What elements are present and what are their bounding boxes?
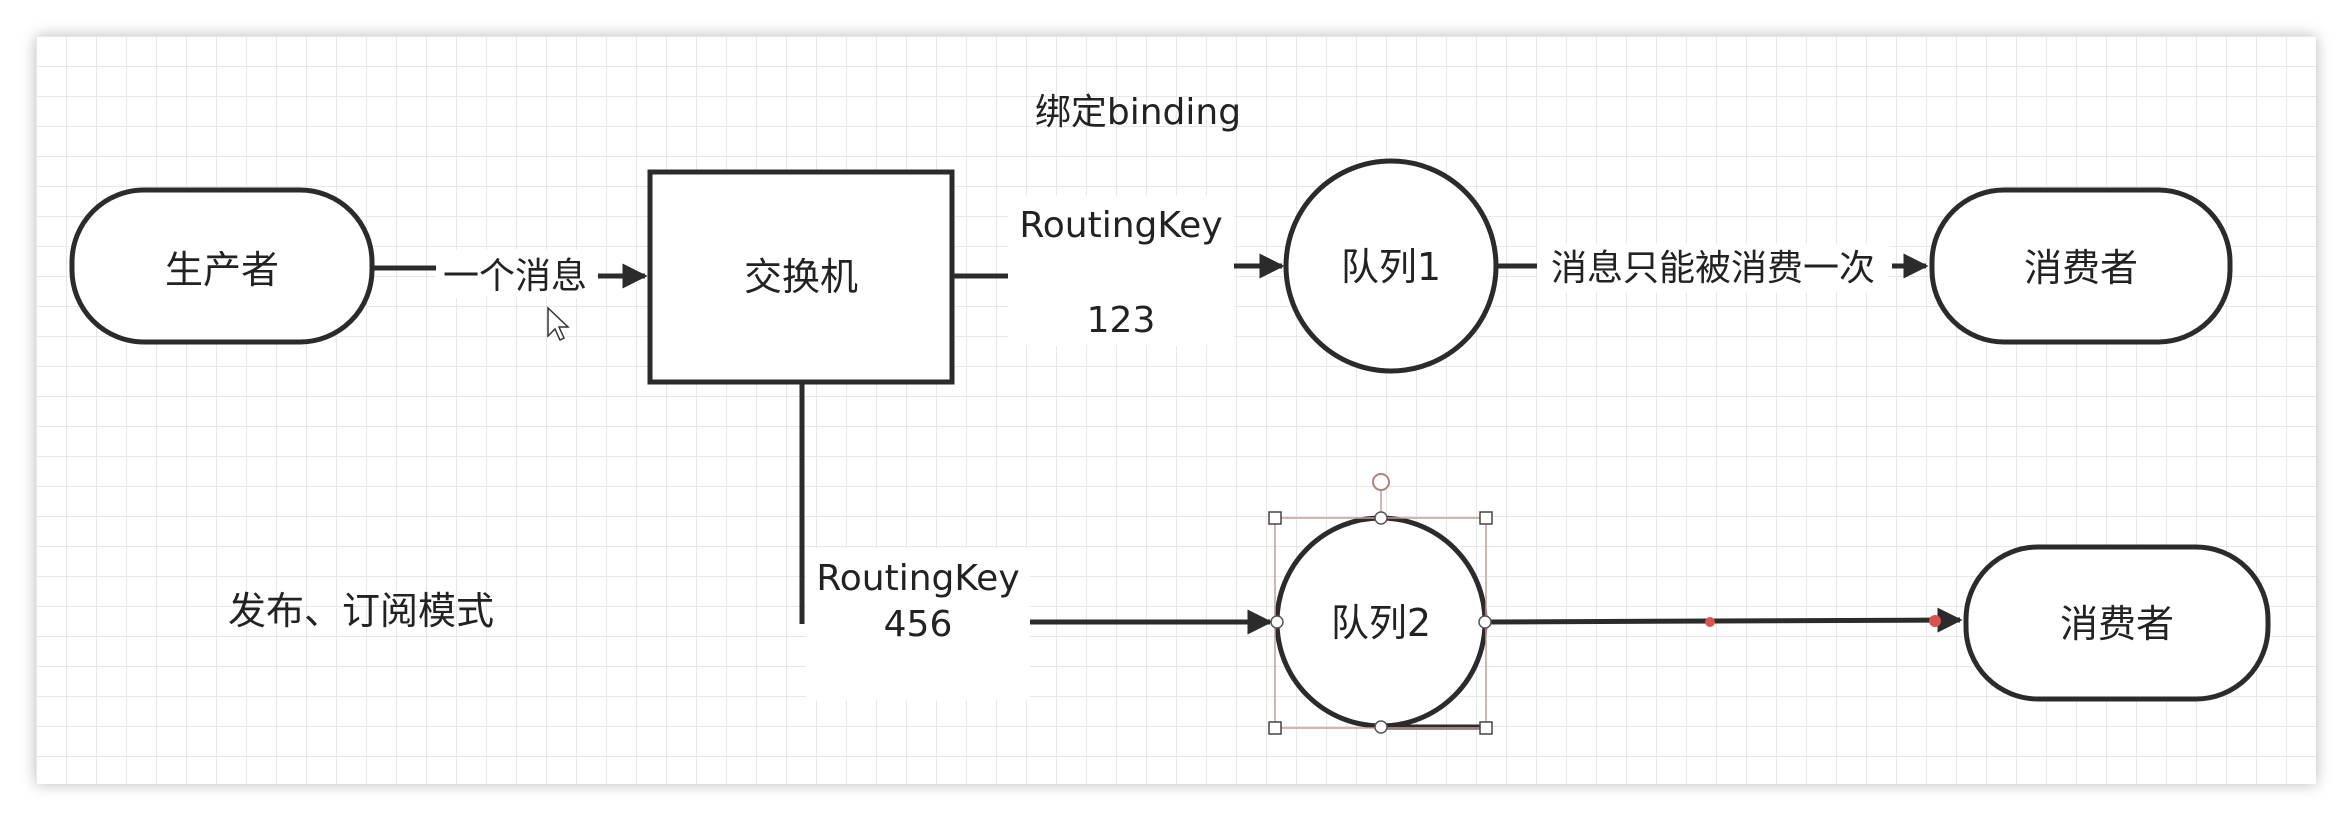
producer-node[interactable] xyxy=(69,187,375,345)
resize-handle-nw[interactable] xyxy=(1268,511,1282,525)
consumer2-node[interactable] xyxy=(1963,544,2271,702)
exchange-label: 交换机 xyxy=(744,255,858,299)
consumer1-label: 消费者 xyxy=(2024,246,2138,290)
selection-box[interactable] xyxy=(1268,473,1493,735)
rotate-handle[interactable] xyxy=(1372,473,1390,491)
diagram-canvas[interactable] xyxy=(36,36,2316,784)
routing-key-1-label[interactable]: RoutingKey xyxy=(1019,205,1222,246)
edge-waypoint-end[interactable] xyxy=(1929,615,1941,627)
connection-point-top[interactable] xyxy=(1374,511,1388,525)
resize-handle-se[interactable] xyxy=(1479,721,1493,735)
resize-handle-ne[interactable] xyxy=(1479,511,1493,525)
exchange-node[interactable] xyxy=(647,169,955,385)
producer-label: 生产者 xyxy=(165,248,279,292)
connection-point-left[interactable] xyxy=(1270,615,1284,629)
mode-label[interactable]: 发布、订阅模式 xyxy=(228,589,494,633)
consume-once-label[interactable]: 消息只能被消费一次 xyxy=(1551,248,1875,289)
resize-handle-sw[interactable] xyxy=(1268,721,1282,735)
queue1-node[interactable] xyxy=(1283,158,1499,374)
queue1-label: 队列1 xyxy=(1341,245,1441,289)
connection-point-right[interactable] xyxy=(1478,615,1492,629)
connection-point-bottom[interactable] xyxy=(1374,720,1388,734)
routing-key-2-label[interactable]: RoutingKey xyxy=(816,558,1019,599)
edge-queue2-consumer2[interactable] xyxy=(1485,607,1963,633)
queue2-label: 队列2 xyxy=(1331,601,1431,645)
label-bg-consume-once xyxy=(1537,244,1889,292)
consumer2-label: 消费者 xyxy=(2060,602,2174,646)
routing-value-2-label[interactable]: 456 xyxy=(884,604,953,645)
edge-waypoint-mid[interactable] xyxy=(1705,617,1715,627)
mouse-pointer-icon xyxy=(547,306,570,342)
one-message-label[interactable]: 一个消息 xyxy=(443,256,587,297)
consumer1-node[interactable] xyxy=(1929,187,2233,345)
label-bg-routing-2 xyxy=(806,548,1030,700)
routing-value-1-label[interactable]: 123 xyxy=(1087,300,1156,341)
binding-label[interactable]: 绑定binding xyxy=(1035,92,1241,133)
connectors xyxy=(374,253,1963,730)
label-bg-routing-1 xyxy=(1008,196,1234,346)
label-bg-one-message xyxy=(436,250,596,298)
